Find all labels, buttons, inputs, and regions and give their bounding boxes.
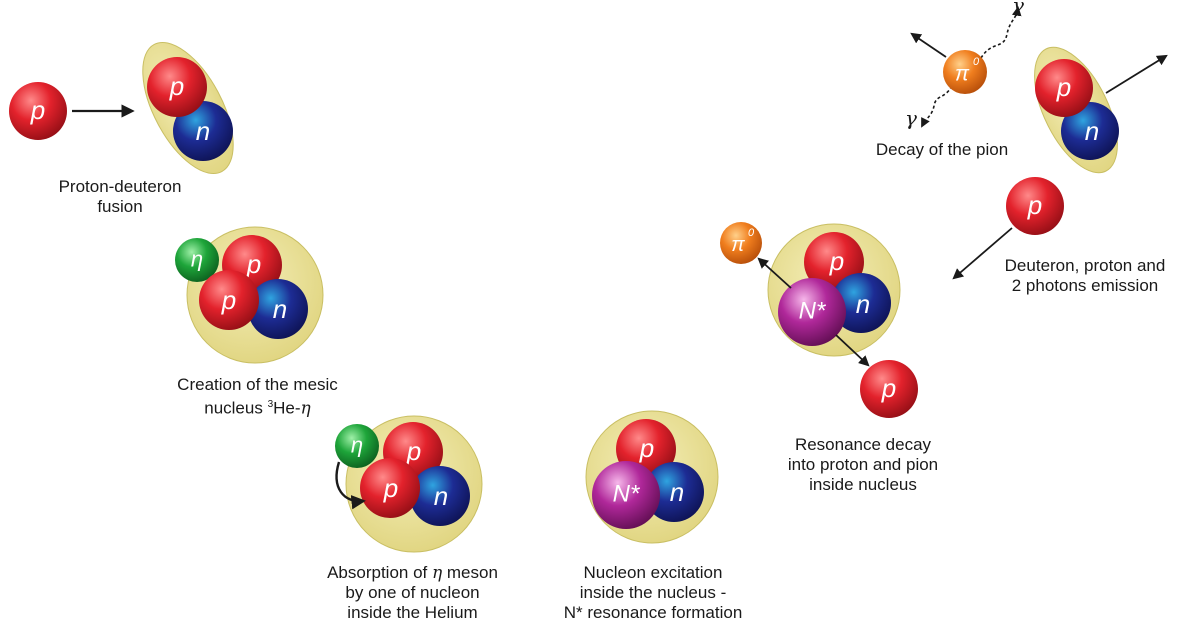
excitation-caption-line-2: inside the nucleus - — [579, 583, 727, 602]
absorption-prefix: Absorption of — [327, 563, 432, 582]
absorption-caption: Absorption of η meson by one of nucleon … — [300, 563, 525, 623]
resonance-decay-caption-line-3: inside nucleus — [809, 475, 917, 494]
final-deuteron-neutron-label: n — [1085, 116, 1099, 146]
proton-emission-arrow — [835, 334, 870, 367]
photon-down-label: γ — [905, 106, 917, 130]
excitation-caption: Nucleon excitation inside the nucleus - … — [548, 563, 758, 623]
creation-eta: η — [300, 398, 311, 419]
fusion-group: p n p — [9, 41, 234, 175]
fusion-caption: Proton-deuteron fusion — [40, 177, 200, 217]
mesic-neutron — [248, 279, 308, 339]
emission-caption: Deuteron, proton and 2 photons emission — [985, 256, 1185, 296]
absorption-eta: η — [431, 563, 443, 583]
excitation-caption-line-3: N* resonance formation — [563, 603, 743, 622]
emission-caption-line-2: 2 photons emission — [1011, 276, 1159, 295]
eta-meson — [175, 238, 219, 282]
photon-down-path — [921, 85, 953, 128]
pion-emission-arrow — [757, 257, 792, 289]
photon-up-label: γ — [1012, 0, 1024, 17]
deuteron-proton — [147, 57, 207, 117]
pion-decay-caption-line-1: Decay of the pion — [875, 140, 1009, 159]
pion-recoil-arrow — [910, 32, 947, 58]
mesic-proton-bottom — [199, 270, 259, 330]
absorption-arrow — [335, 461, 366, 510]
emitted-proton-label: p — [881, 373, 896, 403]
decay-neutron-label: n — [856, 289, 870, 319]
creation-caption-line-2: nucleus 3He-η — [145, 395, 370, 419]
absorbed-eta-meson-label: η — [351, 433, 363, 458]
final-deuteron-arrow — [1105, 54, 1168, 94]
creation-caption: Creation of the mesic nucleus 3He-η — [145, 375, 370, 419]
final-proton — [1006, 177, 1064, 235]
decay-resonance-label: N* — [799, 298, 826, 325]
final-deuteron-proton-label: p — [1056, 72, 1071, 102]
incoming-proton — [9, 82, 67, 140]
emitted-pion-label: π — [731, 234, 745, 256]
absorption-caption-line-3: inside the Helium — [347, 603, 478, 622]
absorption-caption-line-2: by one of nucleon — [345, 583, 480, 602]
photon-up-path — [980, 6, 1022, 59]
creation-mass-number: 3 — [267, 399, 274, 410]
resonance-decay-caption-line-1: Resonance decay — [794, 435, 932, 454]
creation-prefix: nucleus — [204, 398, 268, 418]
final-proton-label: p — [1027, 190, 1042, 220]
deuteron-neutron-label: n — [196, 116, 210, 146]
fusion-caption-line-1: Proton-deuteron — [58, 177, 182, 196]
absorption-proton-bottom-label: p — [383, 473, 398, 503]
decaying-pion-label: π — [955, 63, 970, 86]
absorption-proton-top-label: p — [406, 436, 421, 466]
emitted-pion-charge: 0 — [748, 227, 755, 239]
mesic-nucleus-group: η p n p — [175, 226, 324, 364]
resonance-decay-caption-line-2: into proton and pion — [787, 455, 939, 474]
final-proton-arrow — [952, 227, 1013, 280]
absorption-neutron-label: n — [434, 481, 448, 511]
decaying-pion — [943, 50, 987, 94]
final-emission-group: p n p — [952, 46, 1168, 280]
absorbed-eta-meson — [335, 424, 379, 468]
emitted-pion — [720, 222, 762, 264]
incoming-proton-label: p — [30, 95, 45, 125]
excitation-resonance-label: N* — [613, 481, 640, 508]
pion-decay-caption: Decay of the pion — [852, 140, 1032, 160]
resonance-decay-group: p n N* π 0 p — [720, 222, 918, 418]
excitation-proton-label: p — [639, 433, 654, 463]
creation-caption-line-1: Creation of the mesic — [177, 375, 338, 394]
final-deuteron-proton — [1035, 59, 1093, 117]
deuteron-neutron — [173, 101, 233, 161]
decay-resonance — [778, 278, 846, 346]
fusion-caption-line-2: fusion — [97, 197, 143, 216]
absorption-neutron — [410, 466, 470, 526]
excitation-resonance — [592, 461, 660, 529]
pion-decay-group: π 0 γ γ — [905, 0, 1024, 130]
mesic-neutron-label: n — [273, 294, 287, 324]
absorption-caption-line-1: Absorption of η meson — [300, 563, 525, 583]
emission-caption-line-1: Deuteron, proton and — [1004, 256, 1166, 275]
absorption-suffix: meson — [442, 563, 498, 582]
excitation-neutron-label: n — [670, 477, 684, 507]
mesic-proton-bottom-label: p — [221, 285, 236, 315]
absorption-proton-bottom — [360, 458, 420, 518]
eta-meson-label: η — [191, 247, 203, 272]
deuteron-proton-label: p — [169, 71, 184, 101]
emitted-proton — [860, 360, 918, 418]
excitation-group: p n N* — [585, 410, 719, 544]
absorption-group: p n p η — [335, 415, 483, 553]
decay-proton-inside-label: p — [829, 246, 844, 276]
excitation-caption-line-1: Nucleon excitation — [583, 563, 723, 582]
mesic-proton-top-label: p — [246, 249, 261, 279]
resonance-decay-caption: Resonance decay into proton and pion ins… — [763, 435, 963, 495]
excitation-neutron — [644, 462, 704, 522]
decaying-pion-charge: 0 — [973, 56, 980, 68]
decay-neutron — [831, 273, 891, 333]
creation-helium: He- — [273, 398, 301, 418]
final-deuteron-neutron — [1061, 102, 1119, 160]
